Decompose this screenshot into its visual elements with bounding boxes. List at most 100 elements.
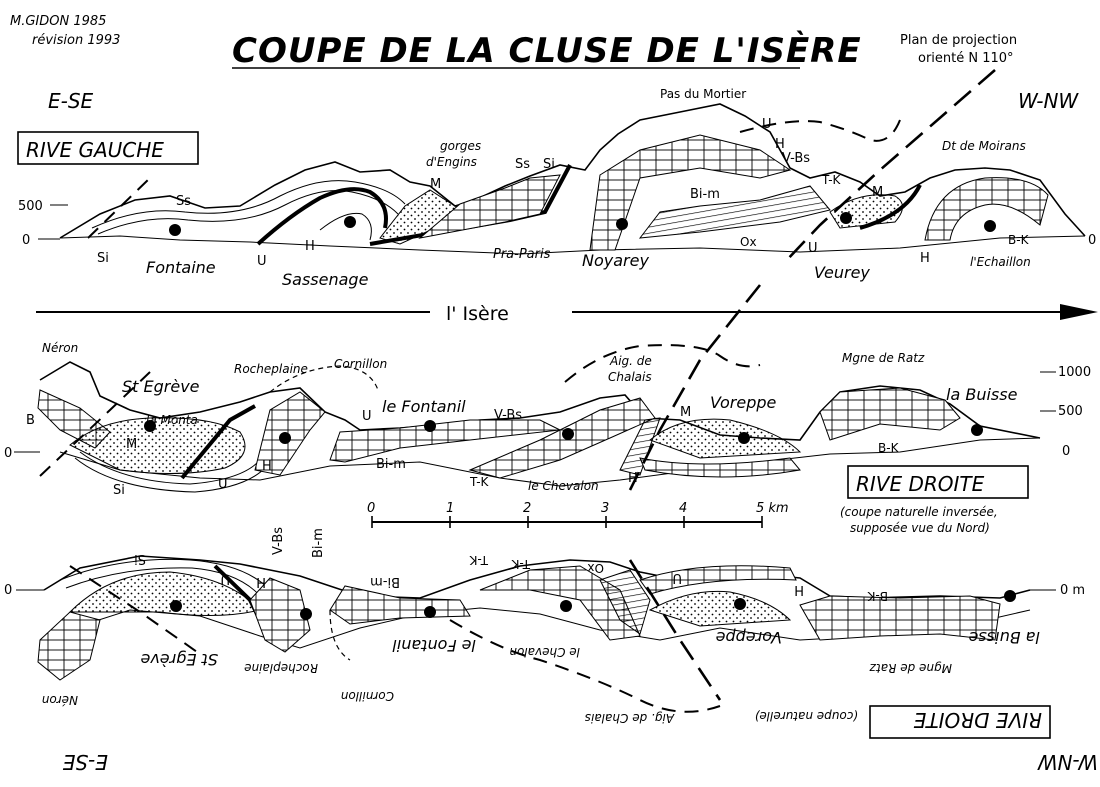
s2-label-st-egreve: St Egrève	[122, 377, 200, 396]
projection-line-2: orienté N 110°	[918, 51, 1014, 66]
s2-label-u1: U	[218, 477, 228, 492]
altitude-0m-s3: 0 m	[1060, 583, 1085, 598]
locality-marker-st-egreve	[144, 420, 156, 432]
locality-marker-s3-voreppe	[734, 598, 746, 610]
section3-stipple-voreppe	[648, 590, 792, 627]
section1-base-line	[59, 235, 1086, 255]
author-line-2: révision 1993	[32, 33, 120, 48]
altitude-1000: 1000	[1058, 365, 1091, 380]
altitude-0-s3-left: 0	[4, 583, 12, 598]
s1-label-h2: H	[775, 137, 785, 152]
s1-label-noyarey: Noyarey	[582, 251, 649, 270]
locality-marker-fontanil	[424, 420, 436, 432]
s2-label-u2: U	[362, 409, 372, 424]
s2-label-voreppe: Voreppe	[710, 393, 777, 412]
section-rive-droite-natural: 0 0 m Si U H V-Bs Bi-m Bi-m	[4, 527, 1098, 774]
s3-label-h2: H	[794, 582, 804, 597]
section2-fontanil-blocks	[329, 419, 562, 463]
s1-label-bim: Bi-m	[690, 187, 720, 202]
section2-major-fault	[628, 284, 762, 491]
section1-stipple-m	[379, 189, 472, 245]
s1-label-m2: M	[872, 185, 883, 200]
s2-label-b: B	[26, 413, 35, 428]
section1-echaillon-blocks	[924, 177, 1049, 241]
section3-stipple-m	[68, 571, 261, 617]
s1-label-engins: d'Engins	[426, 155, 477, 169]
header: M.GIDON 1985 révision 1993 COUPE DE LA C…	[10, 14, 1017, 71]
altitude-0-left-mid: 0	[4, 446, 12, 461]
altitude-0-right: 0	[1088, 233, 1096, 248]
section1-limestone-blocks	[418, 174, 561, 239]
scale-label-4: 4	[679, 501, 687, 516]
s1-label-si2: Si	[543, 157, 555, 172]
scale-label-1: 1	[446, 501, 454, 516]
locality-marker-chevalon	[562, 428, 574, 440]
section2-voreppe-blocks	[639, 457, 801, 478]
locality-marker-veurey	[840, 212, 852, 224]
section2-dotted-eroded	[269, 365, 379, 393]
s2-label-la-monta: la Monta	[146, 413, 198, 427]
section3-neron-blocks	[37, 611, 101, 681]
s2-label-bk: B-K	[878, 441, 900, 455]
s2-label-tk: T-K	[469, 475, 490, 489]
s1-label-bk: B-K	[1008, 233, 1030, 247]
s3-label-ox: Ox	[587, 561, 604, 575]
rive-droite-note-line-2: supposée vue du Nord)	[850, 521, 990, 535]
section1-hatched-ox	[638, 185, 831, 239]
section2-dashed-fault-left	[39, 371, 151, 477]
s3-label-si: Si	[134, 551, 146, 566]
s3-label-u2: U	[672, 570, 682, 585]
section3-major-fault	[628, 559, 722, 701]
rive-gauche-label: RIVE GAUCHE	[26, 138, 164, 162]
s1-label-ox: Ox	[740, 235, 757, 249]
section-rive-droite-inverted: 1000 500 0 0 Néron	[4, 284, 1091, 535]
section2-chevalon-blocks	[468, 397, 656, 479]
river-label: l' Isère	[446, 303, 509, 325]
section3-dashed-eroded	[449, 619, 721, 713]
s2-label-h2: H	[628, 471, 638, 486]
locality-marker-sassenage	[344, 216, 356, 228]
rive-gauche-box	[17, 131, 199, 165]
section2-fold-layer	[74, 457, 266, 493]
s2-label-le-fontanil: le Fontanil	[382, 397, 466, 416]
locality-marker-echaillon	[984, 220, 996, 232]
section1-fold-core	[319, 212, 372, 241]
s2-label-m: M	[126, 437, 137, 452]
s3-label-u: U	[220, 571, 230, 586]
s3-label-tk1: T-K	[468, 553, 489, 567]
locality-marker-s3-st-egreve	[170, 600, 182, 612]
locality-marker-s3-buisse	[1004, 590, 1016, 602]
locality-marker-noyarey	[616, 218, 628, 230]
rive-droite-label-top: RIVE DROITE	[856, 472, 985, 496]
section1-dashed-eroded	[739, 119, 901, 142]
locality-marker-buisse	[971, 424, 983, 436]
orientation-right-bottom: W-NW	[1037, 750, 1098, 774]
section1-fold-layer	[97, 190, 399, 235]
s2-label-mgne-ratz: Mgne de Ratz	[842, 351, 925, 365]
section3-hatched-zone	[599, 569, 651, 635]
s1-label-fontaine: Fontaine	[146, 258, 216, 277]
s2-label-aig: Aig. de	[609, 354, 652, 368]
orientation-left-bottom: E-SE	[62, 750, 108, 774]
section3-voreppe-blocks	[639, 565, 797, 595]
section2-stipple-m	[69, 417, 246, 475]
s3-label-neron: Néron	[42, 693, 78, 707]
section-rive-gauche: E-SE W-NW RIVE GAUCHE 500 0 0	[17, 69, 1096, 289]
s2-label-h1: H	[262, 459, 272, 474]
s2-label-bim: Bi-m	[376, 457, 406, 472]
rive-droite-label-bottom: RIVE DROITE	[913, 708, 1042, 732]
rive-droite-note-line-1: (coupe naturelle inversée,	[840, 505, 998, 519]
section3-rocheplaine-blocks	[249, 577, 311, 653]
page-title: COUPE DE LA CLUSE DE L'ISÈRE	[232, 30, 862, 71]
section2-thick-bed	[180, 404, 256, 480]
s2-label-si: Si	[113, 483, 125, 498]
s2-label-m2: M	[680, 405, 691, 420]
section1-dashed-fault-left	[87, 177, 151, 239]
scale-label-end: 5 km	[756, 501, 789, 516]
s3-label-le-chevalon: le Chevalon	[509, 645, 580, 659]
section3-dashed-fault-left	[69, 565, 201, 655]
s1-label-dt-moirans: Dt de Moirans	[942, 139, 1026, 153]
altitude-500: 500	[18, 199, 43, 214]
s3-label-vbs: V-Bs	[271, 527, 286, 555]
